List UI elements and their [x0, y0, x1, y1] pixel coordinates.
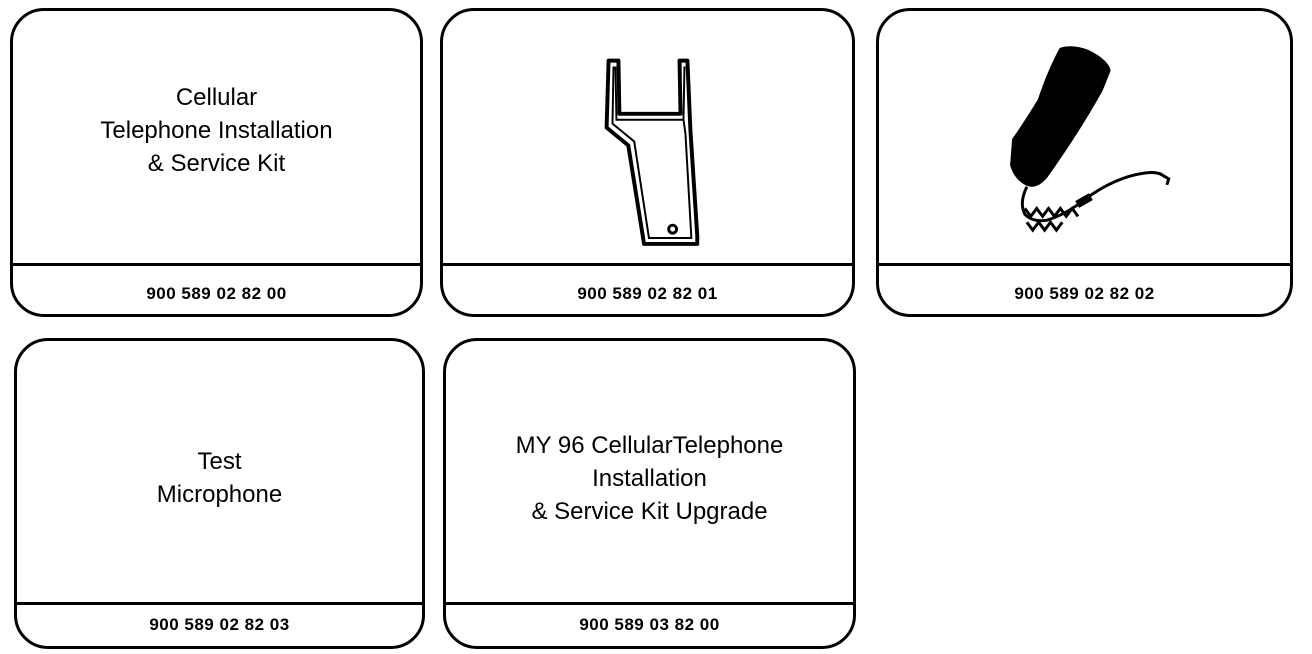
- card-body: Cellular Telephone Installation & Servic…: [13, 11, 420, 266]
- title-line: Installation: [592, 465, 707, 492]
- telephone-handset-icon: [1010, 46, 1171, 233]
- kit-card-service-kit-upgrade: MY 96 CellularTelephone Installation & S…: [443, 338, 856, 649]
- fork-tool-icon: [604, 58, 700, 246]
- card-body: [443, 11, 852, 266]
- kit-card-fork-tool: 900 589 02 82 01: [440, 8, 855, 317]
- title-line: Microphone: [156, 481, 283, 508]
- part-number: 900 589 03 82 00: [579, 615, 720, 634]
- card-body: Test Microphone: [17, 341, 422, 605]
- kit-card-test-handset: 900 589 02 82 02: [876, 8, 1293, 317]
- title-line: Cellular: [175, 84, 258, 111]
- title-line: & Service Kit Upgrade: [531, 498, 768, 525]
- kit-card-test-microphone: Test Microphone 900 589 02 82 03: [14, 338, 425, 649]
- card-body: MY 96 CellularTelephone Installation & S…: [446, 341, 853, 605]
- card-body: [879, 11, 1290, 266]
- part-number: 900 589 02 82 01: [577, 284, 718, 303]
- card-title: Cellular Telephone Installation & Servic…: [13, 81, 420, 180]
- title-line: Telephone Installation: [100, 117, 333, 144]
- part-number: 900 589 02 82 00: [146, 284, 287, 303]
- part-number: 900 589 02 82 03: [149, 615, 290, 634]
- title-line: MY 96 CellularTelephone: [515, 432, 784, 459]
- card-title: MY 96 CellularTelephone Installation & S…: [446, 429, 853, 528]
- kit-card-installation-service-kit: Cellular Telephone Installation & Servic…: [10, 8, 423, 317]
- title-line: Test: [197, 448, 242, 475]
- part-number: 900 589 02 82 02: [1014, 284, 1155, 303]
- card-title: Test Microphone: [17, 445, 422, 511]
- title-line: & Service Kit: [147, 150, 286, 177]
